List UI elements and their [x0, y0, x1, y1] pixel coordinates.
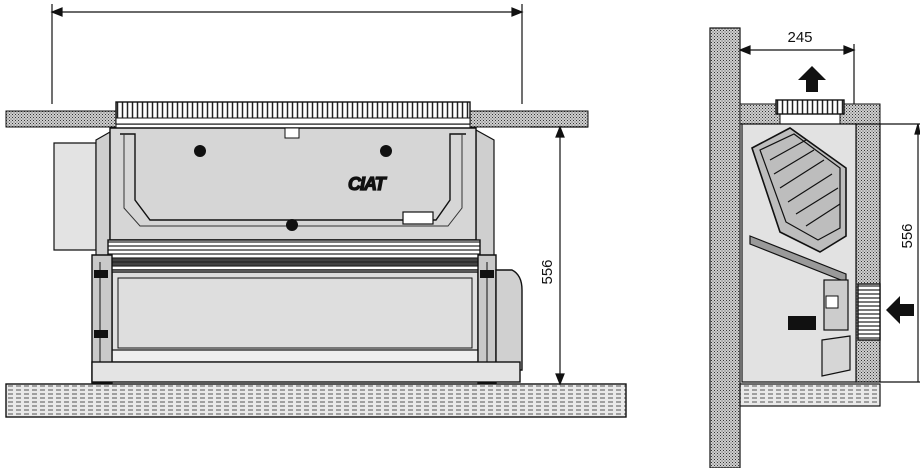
- side-ceiling-slab: [739, 103, 781, 125]
- bottom-rail: [91, 361, 521, 383]
- side-floor-slab: [739, 383, 881, 407]
- fan-scroll: [751, 127, 847, 253]
- rating-plate: [402, 211, 434, 225]
- filter-box: [111, 271, 479, 353]
- fixing-bolt: [380, 145, 392, 157]
- control-box: [495, 269, 523, 371]
- front-view: CIAT 556: [5, 4, 627, 418]
- mount-frame-left: [91, 254, 113, 384]
- ceiling-slab-right: [469, 110, 589, 128]
- side-depth-dimension: [738, 44, 856, 104]
- side-height-dimension: [880, 123, 920, 383]
- brand-logo: CIAT: [348, 174, 388, 194]
- side-casing: [855, 123, 881, 383]
- front-height-dimension: [530, 125, 588, 386]
- floor-slab: [5, 383, 627, 418]
- ceiling-slab-left: [5, 110, 117, 128]
- top-grille: [775, 99, 845, 115]
- fixing-bolt: [194, 145, 206, 157]
- side-duct-left: [53, 142, 97, 251]
- side-inlet-grille: [857, 283, 881, 341]
- front-height-label: 556: [539, 259, 556, 284]
- side-depth-label: 245: [787, 29, 812, 46]
- grille-frame: [115, 117, 471, 125]
- side-view: 245 556: [709, 27, 920, 469]
- front-width-dimension: [50, 4, 524, 104]
- side-height-label: 556: [899, 223, 916, 248]
- wall: [709, 27, 741, 469]
- air-outlet-arrow-icon: [798, 66, 826, 92]
- connector: [788, 316, 816, 330]
- air-inlet-arrow-icon: [886, 296, 914, 324]
- fixing-bolt: [286, 219, 298, 231]
